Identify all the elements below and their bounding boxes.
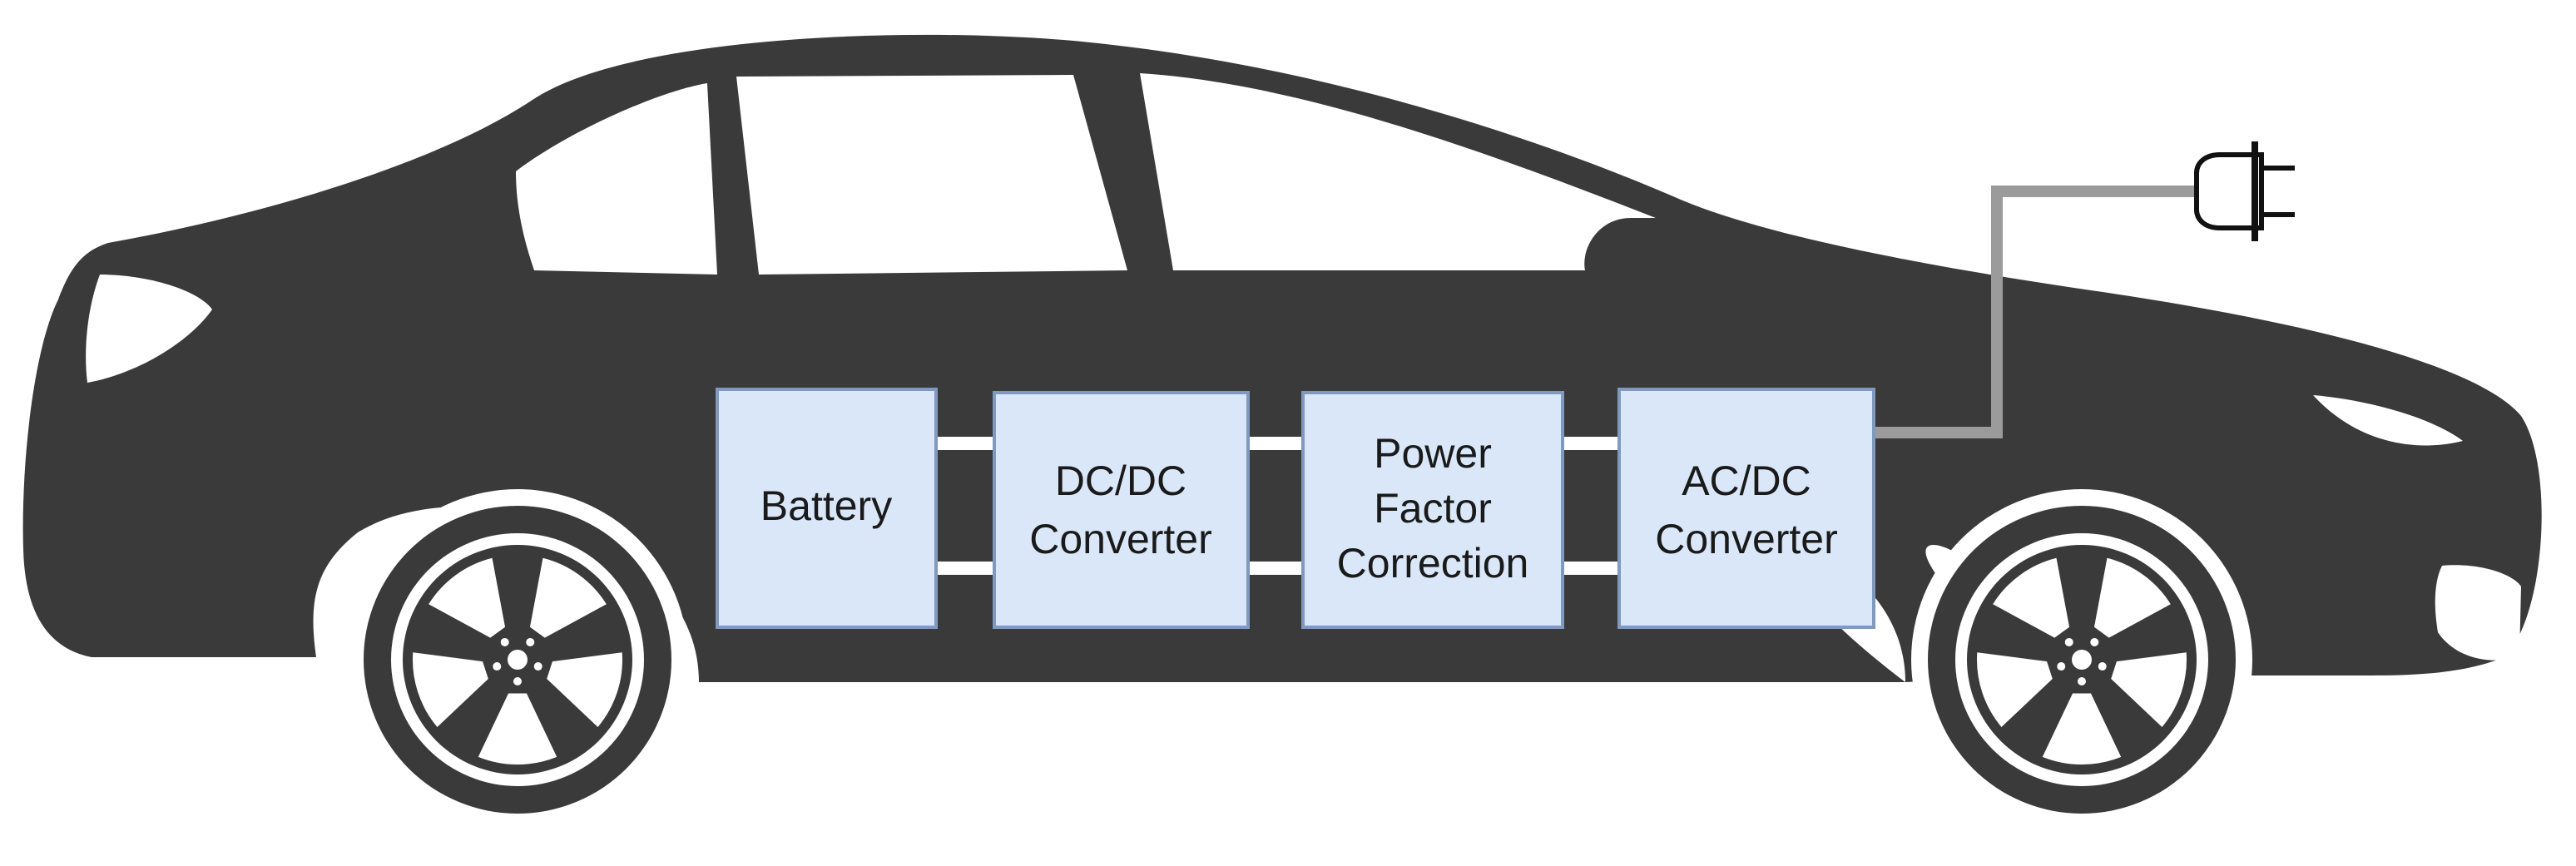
block-power-factor-correction: Power Factor Correction — [1301, 391, 1564, 629]
lug-nut — [526, 637, 535, 646]
connectors — [936, 437, 1619, 575]
connector-dcdc-pfc-top — [1248, 437, 1303, 450]
spoke-gap — [429, 557, 506, 638]
lug-nut — [2098, 662, 2107, 671]
connector-battery-dcdc-top — [936, 437, 994, 450]
spoke-gap — [2093, 557, 2171, 638]
charging-cable — [1874, 186, 2197, 438]
lug-nut — [500, 637, 509, 646]
lug-nut — [2057, 662, 2066, 671]
block-dcdc-converter: DC/DC Converter — [993, 391, 1250, 629]
hub-center — [2072, 650, 2092, 670]
spoke-gap — [529, 557, 607, 638]
fog-light — [2435, 565, 2521, 661]
connector-pfc-acdc-top — [1563, 437, 1619, 450]
front-window — [1140, 73, 1656, 270]
block-pfc-label-line3: Correction — [1337, 540, 1529, 586]
lug-nut — [2064, 637, 2073, 646]
spoke-gap — [478, 693, 557, 765]
block-acdc-label-line1: AC/DC — [1682, 458, 1811, 504]
connector-dcdc-pfc-bottom — [1248, 562, 1303, 575]
lug-nut — [513, 677, 522, 685]
rear-window — [516, 83, 717, 275]
spoke-gap — [412, 652, 488, 727]
lug-nut — [533, 662, 542, 671]
block-battery-label: Battery — [760, 482, 892, 529]
block-pfc-label-line1: Power — [1374, 430, 1492, 477]
spoke-gap — [1977, 652, 2053, 727]
lug-nut — [2090, 637, 2099, 646]
connector-battery-dcdc-bottom — [936, 562, 994, 575]
spoke-gap — [2042, 693, 2122, 765]
block-dcdc-label-line2: Converter — [1029, 516, 1212, 562]
block-acdc-converter: AC/DC Converter — [1617, 388, 1875, 629]
spoke-gap — [2111, 652, 2187, 727]
hub-center — [508, 650, 528, 670]
plug-icon — [2194, 141, 2295, 241]
block-dcdc-label-line1: DC/DC — [1055, 458, 1186, 504]
block-acdc-label-line2: Converter — [1655, 516, 1838, 562]
spoke-gap — [547, 652, 623, 727]
rear-wheel — [364, 506, 671, 814]
rear-light — [86, 275, 212, 383]
middle-window — [736, 75, 1127, 275]
lug-nut — [2078, 677, 2086, 685]
head-light — [2313, 395, 2463, 446]
front-wheel — [1928, 506, 2236, 814]
lug-nut — [493, 662, 502, 671]
connector-pfc-acdc-bottom — [1563, 562, 1619, 575]
spoke-gap — [1993, 557, 2070, 638]
block-battery: Battery — [716, 388, 938, 629]
block-pfc-label-line2: Factor — [1374, 485, 1492, 532]
